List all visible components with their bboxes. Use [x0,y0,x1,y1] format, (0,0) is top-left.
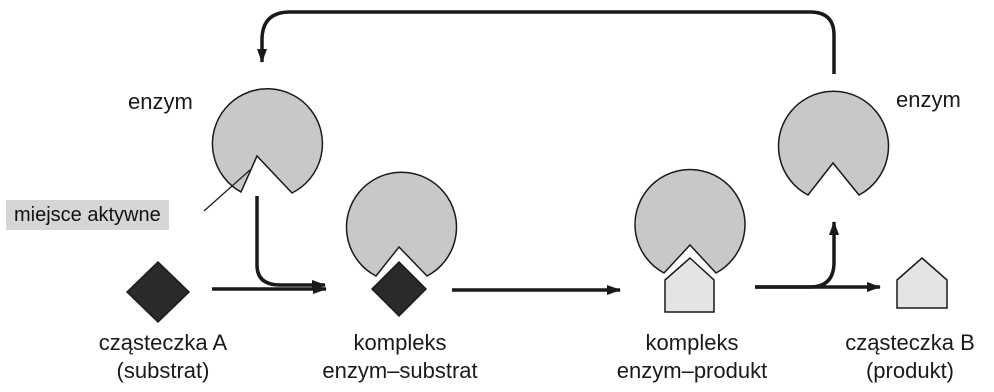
molecule-b-label: cząsteczka B (produkt) [830,329,990,385]
enzyme-right-label: enzym [896,87,961,112]
enzyme-left-shape [211,88,324,194]
complex-es-label: kompleks enzym–substrat [300,329,500,385]
molecule-a-line-2: (substrat) [116,358,210,383]
molecule-b-line-1: cząsteczka B [845,330,975,355]
molecule-a-label: cząsteczka A (substrat) [78,329,248,385]
molecule-b-line-2: (produkt) [865,358,955,383]
active-site-pointer [203,169,251,212]
produkt-pentagon-shape [896,257,948,309]
complex-ep-label: kompleks enzym–produkt [592,329,792,385]
complex-ep-produkt-shape [664,256,715,313]
complex-ep-enzyme-shape [634,168,746,274]
binding-arrow [255,196,326,290]
substrat-diamond-shape [125,260,191,324]
complex-es-enzyme-shape [345,171,458,277]
release-enzyme-arrow [755,221,839,289]
complex-ep-line-2: enzym–produkt [616,358,768,383]
complex-ep-line-1: kompleks [645,330,739,355]
enzyme-left-label: enzym [128,89,193,114]
active-site-badge: miejsce aktywne [6,200,169,230]
complex-es-substrat-shape [370,260,428,318]
recycle-arrow [257,10,836,74]
molecule-a-line-1: cząsteczka A [98,330,228,355]
complex-es-line-2: enzym–substrat [322,358,478,383]
enzyme-right-shape [777,90,890,196]
complex-es-line-1: kompleks [353,330,447,355]
